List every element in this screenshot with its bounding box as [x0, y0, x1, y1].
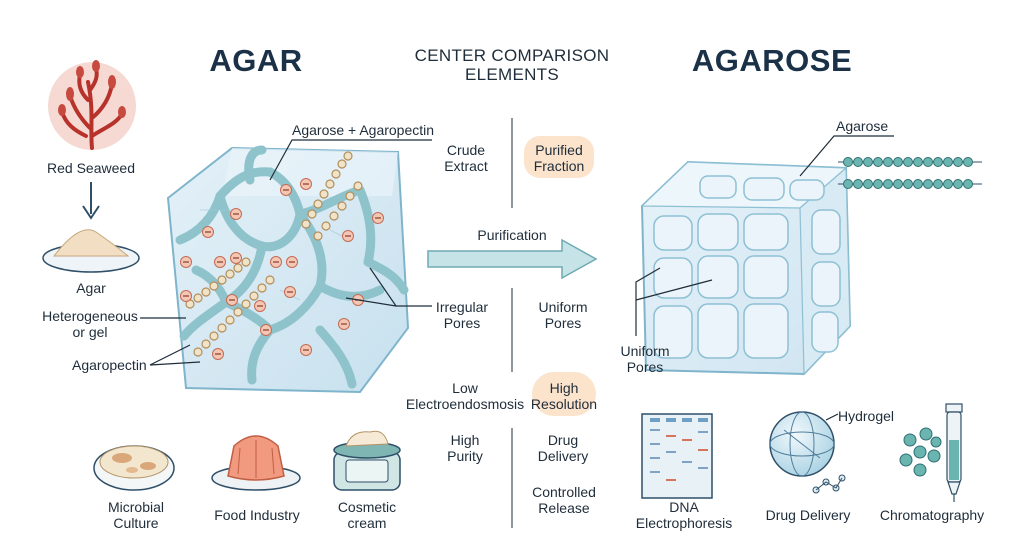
heterogeneous-label-line: Heterogeneous — [42, 308, 138, 324]
application-label-cosmetic-cream: Cosmetic cream — [338, 499, 396, 531]
charge-bead-group — [180, 178, 384, 360]
drug-delivery-center-line: Delivery — [537, 448, 589, 464]
application-label-line: DNA — [669, 499, 699, 515]
hydrogel-label: Hydrogel — [838, 408, 895, 424]
uniform-pores-right-label: Uniform Pores — [620, 343, 669, 375]
application-label-drug-delivery: Drug Delivery — [765, 507, 851, 523]
controlled-release-line: Controlled — [532, 484, 596, 500]
application-label-line: Cosmetic — [337, 499, 397, 515]
application-label-dna-electrophoresis: DNA Electrophoresis — [636, 499, 733, 531]
uniform-pores-center-line: Uniform — [538, 299, 588, 315]
gel-electrophoresis-icon — [641, 413, 713, 499]
agaropectin-label: Agaropectin — [72, 357, 147, 373]
chromatography-column-icon — [899, 403, 963, 502]
application-label-line: cream — [347, 515, 387, 531]
high-purity-line: Purity — [447, 448, 483, 464]
irregular-pores-label: Irregular Pores — [436, 299, 488, 331]
heterogeneous-label: Heterogeneous or gel — [42, 308, 138, 340]
low-electroendosmosis-label: Low Electroendosmosis — [406, 380, 524, 412]
purified-fraction-label: Purified Fraction — [534, 142, 585, 174]
red-seaweed-icon — [48, 60, 136, 150]
drug-delivery-center-label: Drug Delivery — [538, 432, 589, 464]
purification-label: Purification — [477, 227, 547, 243]
application-label-food-industry: Food Industry — [214, 507, 300, 523]
agarose-strand-label: Agarose — [836, 118, 889, 134]
agarose-title: AGAROSE — [691, 43, 853, 78]
high-purity-label: High Purity — [447, 432, 483, 464]
application-label-chromatography: Chromatography — [879, 507, 985, 523]
controlled-release-line: Release — [538, 500, 590, 516]
crude-extract-line: Crude — [446, 142, 486, 158]
controlled-release-label: Controlled Release — [532, 484, 596, 516]
leader-lines-left — [140, 139, 432, 366]
cream-jar-icon — [333, 430, 401, 491]
high-resolution-highlight — [532, 372, 596, 416]
purified-fraction-line: Purified — [535, 142, 583, 158]
purification-arrow-icon — [427, 238, 598, 280]
jelly-icon — [211, 435, 301, 491]
crude-extract-line: Extract — [444, 158, 488, 174]
uniform-pores-center-line: Pores — [544, 315, 582, 331]
irregular-pores-line: Irregular — [435, 299, 489, 315]
uniform-pores-right-line: Pores — [626, 359, 664, 375]
purified-fraction-highlight — [524, 136, 594, 178]
high-resolution-label: High Resolution — [531, 380, 597, 412]
uniform-pores-center-label: Uniform Pores — [538, 299, 587, 331]
drug-delivery-center-line: Drug — [547, 432, 579, 448]
petri-dish-icon — [93, 445, 175, 491]
agar-title: AGAR — [209, 43, 303, 78]
leader-lines-right — [635, 135, 894, 336]
uniform-pores-right-line: Uniform — [620, 343, 670, 359]
agar-powder-icon — [42, 229, 140, 273]
center-title: CENTER COMPARISON ELEMENTS — [415, 46, 610, 84]
center-title-line: CENTER COMPARISON — [414, 46, 610, 65]
application-label-line: Microbial — [107, 499, 165, 515]
application-label-line: Electrophoresis — [635, 515, 733, 531]
heterogeneous-label-line: or gel — [72, 324, 108, 340]
hydrogel-sphere-icon — [769, 411, 846, 494]
high-purity-line: High — [450, 432, 480, 448]
application-label-line: Culture — [113, 515, 159, 531]
high-resolution-line: High — [549, 380, 579, 396]
agar-powder-label: Agar — [76, 280, 106, 296]
center-title-line: ELEMENTS — [464, 65, 560, 84]
agarose-bead-chain-icon — [838, 157, 982, 189]
low-electroendosmosis-line: Electroendosmosis — [405, 396, 525, 412]
agar-gel-block-icon — [166, 145, 410, 394]
agarose-agaropectin-label: Agarose + Agaropectin — [292, 122, 435, 138]
high-resolution-line: Resolution — [530, 396, 598, 412]
agarose-gel-block-icon — [640, 160, 852, 376]
irregular-pores-line: Pores — [443, 315, 481, 331]
crude-extract-label: Crude Extract — [444, 142, 488, 174]
red-seaweed-label: Red Seaweed — [47, 160, 135, 176]
low-electroendosmosis-line: Low — [452, 380, 478, 396]
process-arrow-icon — [82, 182, 100, 220]
application-label-microbial-culture: Microbial Culture — [108, 499, 164, 531]
purified-fraction-line: Fraction — [533, 158, 585, 174]
